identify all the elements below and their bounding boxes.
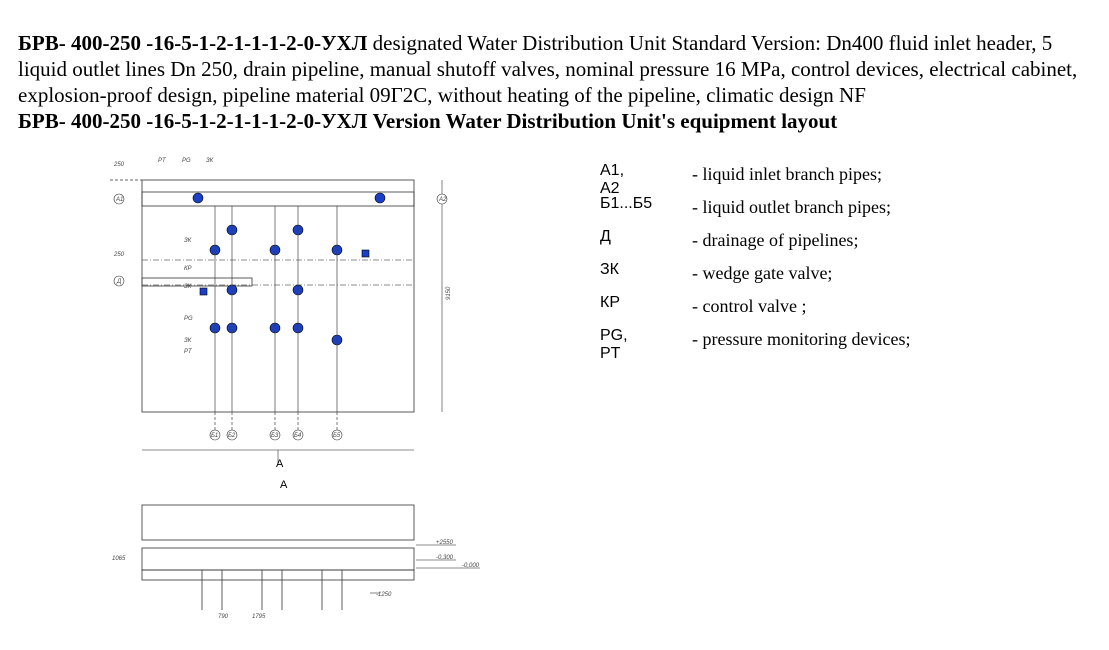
nozzle-b-marker [292,429,304,441]
section-label: А [280,479,288,491]
layout-title: БРВ- 400-250 -16-5-1-2-1-1-1-2-0-УХЛ Ver… [18,109,838,133]
level-minus1250: -1250 [376,592,392,598]
drain-pipe [141,277,253,287]
dim-1065: 1065 [112,556,126,562]
dim-height: 9150 [446,286,452,300]
legend-code: А1, А2 [600,162,625,197]
legend-code: Б1...Б5 [600,195,653,212]
outlet-lines [214,206,338,435]
control-valve-icon [199,287,208,296]
section-frame [141,569,415,581]
legend-code: КР [600,294,620,311]
unit-frame [141,179,415,413]
nozzle-d-marker [113,275,125,287]
valve-set [192,192,386,346]
designation-code: БРВ- 400-250 -16-5-1-2-1-1-1-2-0-УХЛ [18,31,368,55]
legend-desc: - drainage of pipelines; [692,230,859,250]
level-minus0100: -0,000 [462,563,480,569]
inlet-header-pipe [141,191,415,207]
nozzle-b-marker [269,429,281,441]
callout-zk-1: ЗК [184,238,192,244]
legend-desc: - liquid inlet branch pipes; [692,164,882,184]
section-dimension-labels: 1065 790 1795 +2550 -0,300 -0,000 -1250 [112,540,480,620]
equipment-layout-drawing: А1 А2 Д Б1 Б2 Б3 Б4 Б5 250 250 PT PG ЗК … [110,158,480,620]
nozzle-b4-label: Б4 [294,433,302,439]
nozzle-b-marker [331,429,343,441]
nozzle-a1-marker [113,193,125,205]
nozzle-labels: А1 А2 Д Б1 Б2 Б3 Б4 Б5 [115,197,447,439]
nozzle-b1-label: Б1 [211,433,218,439]
plan-dimension-labels: 250 250 PT PG ЗК 9150 ЗК КР ЗК PG ЗК PT … [113,158,452,491]
document-header: БРВ- 400-250 -16-5-1-2-1-1-1-2-0-УХЛ des… [18,30,1098,134]
dim-1795: 1795 [252,614,266,620]
legend-desc: - wedge gate valve; [692,263,833,283]
section-frame [141,504,415,541]
callout-pg: PG [184,316,193,322]
designation-paragraph: БРВ- 400-250 -16-5-1-2-1-1-1-2-0-УХЛ des… [18,30,1098,108]
legend-desc: - pressure monitoring devices; [692,329,911,349]
nozzle-a1-label: А1 [115,197,123,203]
plan-view [110,179,443,465]
callout-zk-3: ЗК [184,338,192,344]
nozzle-b3-label: Б3 [271,433,279,439]
callout-zk: ЗК [206,158,214,164]
legend-desc: - control valve ; [692,296,807,316]
section-view [141,504,480,610]
dim-250-mid: 250 [113,252,125,258]
callout-pt: PT [184,349,193,355]
legend-desc: - liquid outlet branch pipes; [692,197,891,217]
nozzle-b-marker [226,429,238,441]
nozzle-b5-label: Б5 [333,433,341,439]
legend-code: ЗК [600,261,619,278]
section-frame [141,547,415,571]
nozzle-a2-label: А2 [438,197,447,203]
dim-250-top: 250 [113,162,125,168]
section-arrow-label: А [276,458,284,470]
nozzle-markers [113,193,448,441]
nozzle-b-marker [209,429,221,441]
nozzle-b2-label: Б2 [228,433,236,439]
legend-code: PG, PT [600,327,628,362]
callout-pg: PG [182,158,191,164]
callout-zk-2: ЗК [184,284,192,290]
gate-valve-icon [192,192,204,204]
nozzle-a2-marker [436,193,448,205]
callout-pt: PT [158,158,167,164]
callout-kr: КР [184,266,192,272]
control-valve-icon [361,249,370,258]
gate-valve-icon [374,192,386,204]
legend-code: Д [600,228,611,245]
level-minus0300: -0,300 [436,555,454,561]
dim-790: 790 [218,614,229,620]
nozzle-d-label: Д [116,279,122,285]
designation-text: designated Water Distribution Unit Stand… [18,31,1078,107]
level-plus2550: +2550 [436,540,454,546]
